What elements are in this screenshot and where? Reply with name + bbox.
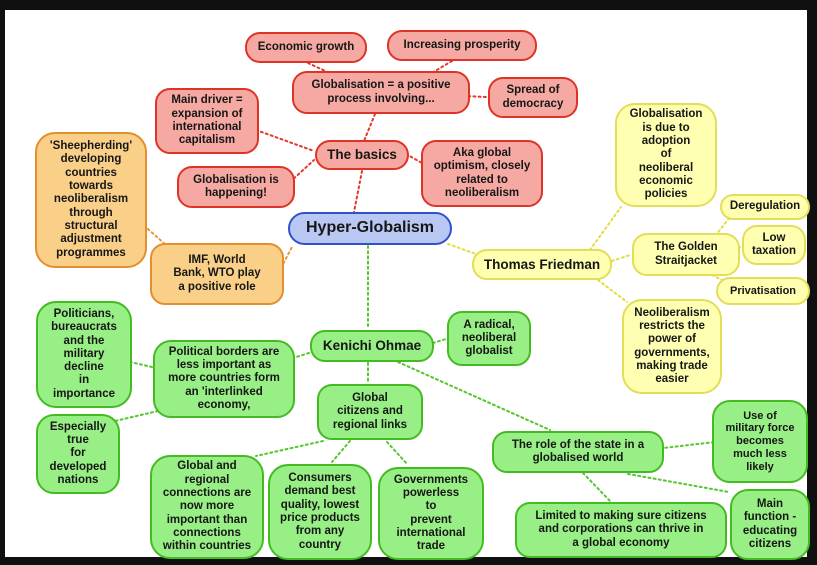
node-the-basics[interactable]: The basics bbox=[315, 140, 409, 170]
node-military-force[interactable]: Use of military force becomes much less … bbox=[712, 400, 808, 483]
node-deregulation[interactable]: Deregulation bbox=[720, 194, 810, 220]
node-hyper-globalism[interactable]: Hyper-Globalism bbox=[288, 212, 452, 245]
node-global-citizens[interactable]: Global citizens and regional links bbox=[317, 384, 423, 440]
node-globalisation-due[interactable]: Globalisation is due to adoption of neol… bbox=[615, 103, 717, 207]
node-sheepherding[interactable]: 'Sheepherding' developing countries towa… bbox=[35, 132, 147, 268]
node-golden-straitjacket[interactable]: The Golden Straitjacket bbox=[632, 233, 740, 276]
node-thomas-friedman[interactable]: Thomas Friedman bbox=[472, 249, 612, 280]
node-privatisation[interactable]: Privatisation bbox=[716, 277, 810, 305]
node-especially-true[interactable]: Especially true for developed nations bbox=[36, 414, 120, 494]
node-governments-powerless[interactable]: Governments powerless to prevent interna… bbox=[378, 467, 484, 560]
node-role-of-state[interactable]: The role of the state in a globalised wo… bbox=[492, 431, 664, 473]
node-low-taxation[interactable]: Low taxation bbox=[742, 225, 806, 265]
node-limited-to[interactable]: Limited to making sure citizens and corp… bbox=[515, 502, 727, 558]
node-politicians-decline[interactable]: Politicians, bureaucrats and the militar… bbox=[36, 301, 132, 408]
node-consumers-demand[interactable]: Consumers demand best quality, lowest pr… bbox=[268, 464, 372, 560]
node-globalisation-happening[interactable]: Globalisation is happening! bbox=[177, 166, 295, 208]
node-global-regional-connections[interactable]: Global and regional connections are now … bbox=[150, 455, 264, 559]
node-economic-growth[interactable]: Economic growth bbox=[245, 32, 367, 63]
node-main-driver[interactable]: Main driver = expansion of international… bbox=[155, 88, 259, 154]
node-neoliberalism-restricts[interactable]: Neoliberalism restricts the power of gov… bbox=[622, 299, 722, 394]
node-globalisation-positive[interactable]: Globalisation = a positive process invol… bbox=[292, 71, 470, 114]
node-aka-global-optimism[interactable]: Aka global optimism, closely related to … bbox=[421, 140, 543, 207]
node-kenichi-ohmae[interactable]: Kenichi Ohmae bbox=[310, 330, 434, 362]
node-spread-democracy[interactable]: Spread of democracy bbox=[488, 77, 578, 118]
node-political-borders[interactable]: Political borders are less important as … bbox=[153, 340, 295, 418]
node-increasing-prosperity[interactable]: Increasing prosperity bbox=[387, 30, 537, 61]
node-main-function[interactable]: Main function - educating citizens bbox=[730, 489, 810, 560]
node-imf-world-bank[interactable]: IMF, World Bank, WTO play a positive rol… bbox=[150, 243, 284, 305]
node-radical-globalist[interactable]: A radical, neoliberal globalist bbox=[447, 311, 531, 366]
